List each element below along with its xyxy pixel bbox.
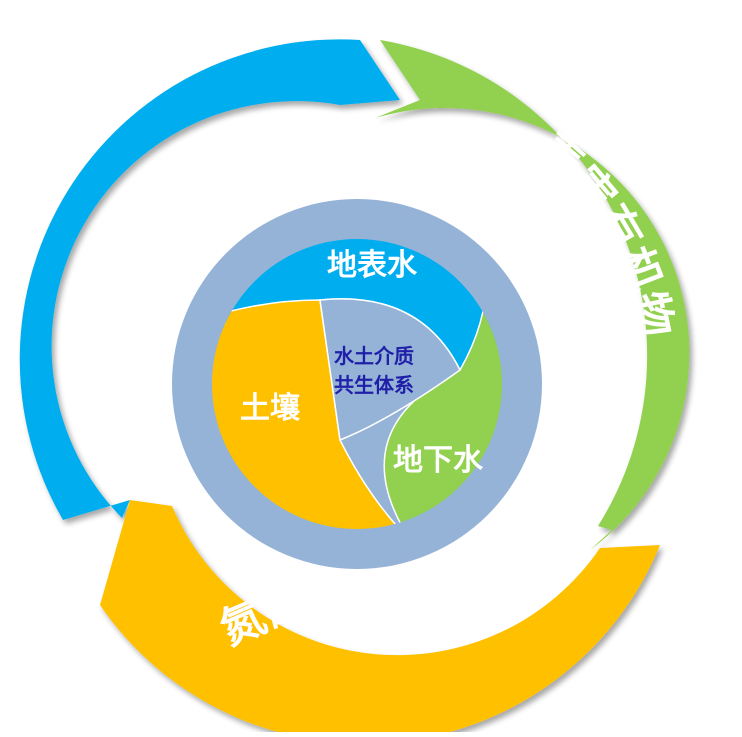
outer-label-organic: 毒害有机物 [526, 123, 681, 341]
center-label-line2: 共生体系 [334, 373, 414, 397]
outer-arrow-heavy-metal [19, 39, 400, 521]
outer-label-nutrient: 氮磷营养元素 [213, 572, 498, 655]
segment-center [319, 298, 461, 442]
center-label-line1: 水土介质 [334, 344, 414, 368]
outer-arrow-nutrient [100, 500, 660, 737]
inner-label-soil: 土壤 [240, 391, 300, 426]
inner-label-surface-water: 地表水 [327, 248, 418, 283]
inner-label-groundwater: 地下水 [393, 443, 484, 478]
